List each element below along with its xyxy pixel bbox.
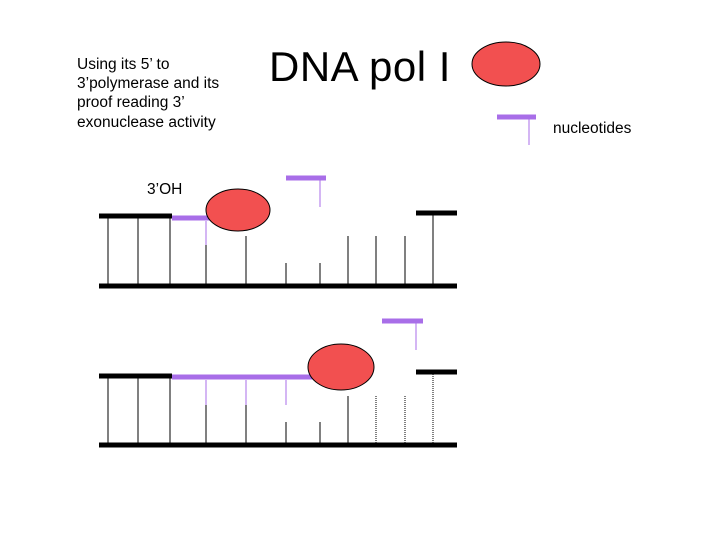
description-text: Using its 5’ to 3’polymerase and its pro… xyxy=(77,56,220,131)
panel-1-dna-pol-enzyme xyxy=(205,188,271,232)
panel-2-free-nucleotide xyxy=(382,318,423,350)
panel-1-dna xyxy=(99,175,457,289)
legend-enzyme-shape xyxy=(471,41,541,87)
panel-2-dna-pol-enzyme xyxy=(307,343,375,391)
primer-3oh-label: 3’OH xyxy=(147,181,183,198)
panel-2-dna xyxy=(99,318,457,448)
panel-1-base-pairs xyxy=(107,215,434,285)
diagram-title: DNA pol I xyxy=(269,43,451,90)
legend-nucleotide-shape xyxy=(497,114,536,145)
panel-1-free-nucleotide xyxy=(286,175,326,207)
legend-nucleotides-label: nucleotides xyxy=(553,120,632,137)
panel-2-base-pairs xyxy=(107,374,434,444)
